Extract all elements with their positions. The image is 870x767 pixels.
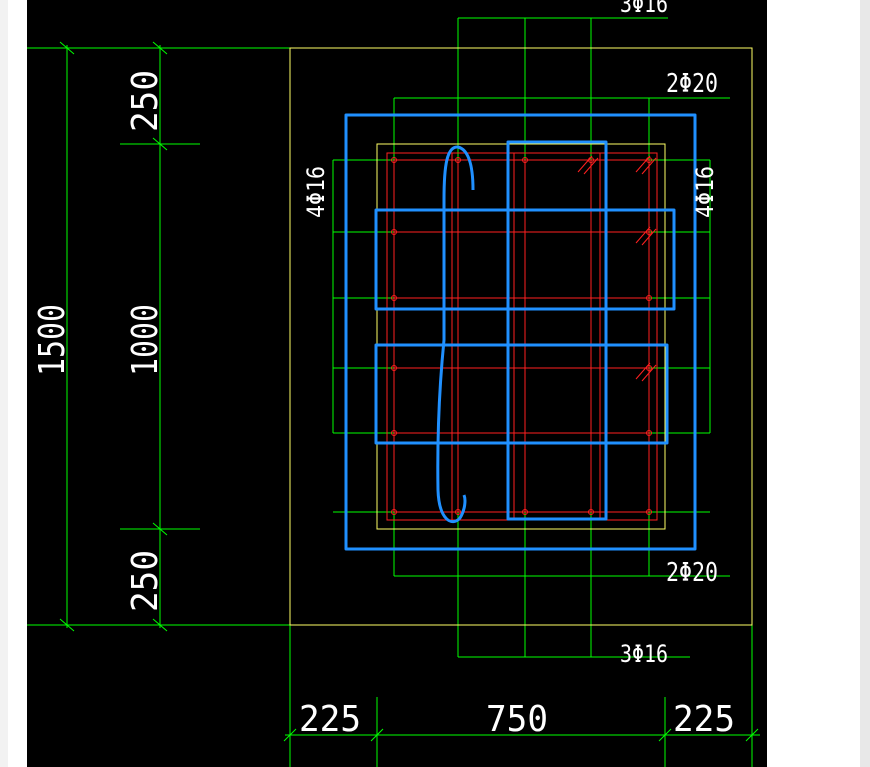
rebar-label-left-4: 4Φ16	[302, 166, 330, 218]
outer-stirrup-highlight	[344, 113, 697, 551]
rebar-dots	[391, 157, 652, 515]
rebar-label-top-2: 2Φ20	[666, 69, 718, 99]
left-margin	[0, 0, 8, 767]
rebar-label-top-3: 3Φ16	[620, 0, 668, 18]
left-gutter	[8, 0, 27, 767]
upper-tie-highlight	[374, 208, 676, 311]
dim-horizontal-left: 225	[299, 699, 361, 740]
drawing-canvas[interactable]	[27, 0, 767, 767]
dim-vertical-total: 1500	[32, 304, 73, 376]
dim-horizontal-middle: 750	[486, 699, 548, 740]
dim-vertical-middle: 1000	[125, 304, 166, 376]
dim-vertical-bottom: 250	[125, 550, 166, 612]
rebar-label-bottom-3: 3Φ16	[620, 640, 668, 668]
right-panel	[767, 0, 860, 767]
dim-vertical-top: 250	[125, 70, 166, 132]
rebar-label-bottom-2: 2Φ20	[666, 558, 718, 588]
single-leg-tie-highlight	[436, 145, 475, 524]
center-tie-highlight	[506, 140, 608, 521]
lower-tie-highlight	[374, 343, 669, 445]
rebar-label-right-4: 4Φ16	[691, 166, 719, 218]
rebar-frame	[386, 152, 658, 521]
section-outline	[289, 47, 753, 626]
right-scroll-edge[interactable]	[860, 0, 870, 767]
dim-horizontal-right: 225	[673, 699, 735, 740]
stirrup-highlights	[344, 113, 697, 551]
